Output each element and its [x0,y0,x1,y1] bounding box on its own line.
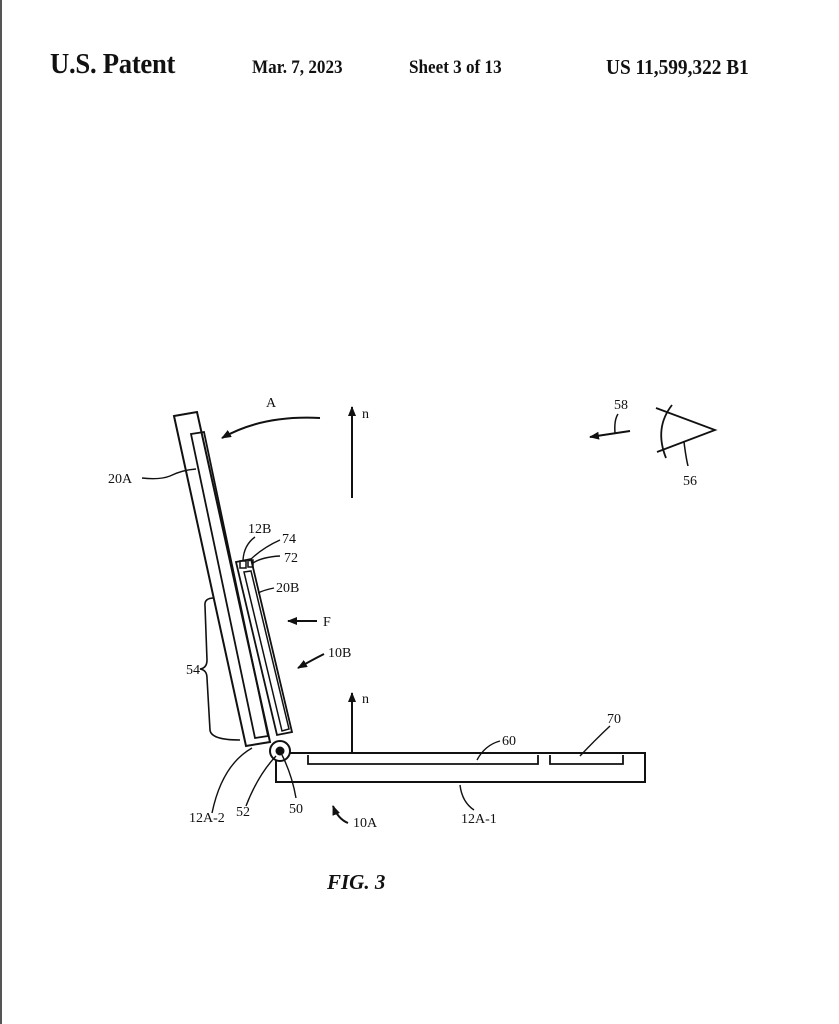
display-20B [243,570,290,732]
component-72 [247,559,254,568]
header-date: Mar. 7, 2023 [252,57,343,78]
display-housing-12A-2 [172,410,272,748]
label-12B: 12B [248,522,271,537]
label-F: F [323,615,331,630]
pointer-arrow-10B [297,653,325,669]
eye-56 [655,407,718,453]
label-54: 54 [186,663,200,678]
header-sheet: Sheet 3 of 13 [409,57,502,78]
hinge-axis-50 [275,746,285,756]
label-50: 50 [289,802,303,817]
label-A: A [266,396,277,411]
label-56: 56 [683,474,697,489]
label-52: 52 [236,805,250,820]
housing-12B [234,557,294,737]
viewing-direction-arrow-58 [589,430,631,440]
header-patent-number: US 11,599,322 B1 [606,55,749,79]
hinge-52 [269,740,291,762]
display-60 [307,755,539,765]
label-n-top: n [362,407,369,422]
display-70 [549,755,624,765]
label-74: 74 [282,532,296,547]
component-74 [239,560,247,569]
label-72: 72 [284,551,298,566]
header-title: U.S. Patent [50,48,176,80]
figure-caption: FIG. 3 [327,870,386,894]
label-10A: 10A [353,816,378,831]
label-12A-2: 12A-2 [189,811,225,826]
bracket-54 [199,597,241,741]
label-n-bottom: n [362,692,369,707]
display-20A [189,430,270,740]
label-70: 70 [607,712,621,727]
label-60: 60 [502,734,516,749]
label-12A-1: 12A-1 [461,812,497,827]
label-20A: 20A [108,472,133,487]
label-20B: 20B [276,581,299,596]
base-housing-12A-1 [275,752,646,783]
page-edge [0,0,2,1024]
rotation-arrow-A [221,416,321,439]
pointer-arrow-10A [332,805,349,824]
label-58: 58 [614,398,628,413]
label-10B: 10B [328,646,351,661]
